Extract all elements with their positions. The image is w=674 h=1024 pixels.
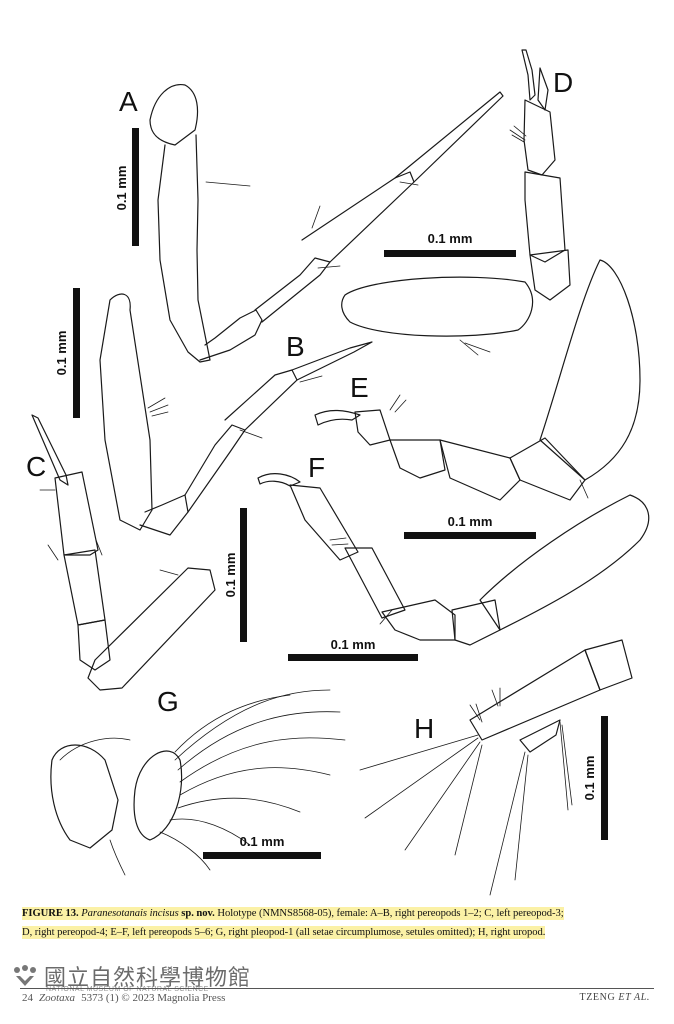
panel-f-drawing <box>257 473 650 646</box>
panel-label-h: H <box>414 713 434 744</box>
scale-bar-d <box>384 250 516 257</box>
panel-e-drawing <box>314 259 641 501</box>
caption-text-1: Holotype (NMNS8568-05), female: A–B, rig… <box>214 908 564 919</box>
scale-label-e: 0.1 mm <box>448 514 493 529</box>
page-number: 24 <box>22 992 33 1004</box>
panel-label-g: G <box>157 686 179 717</box>
panel-g-drawing <box>50 689 346 876</box>
museum-name-english: NATIONAL MUSEUM OF NATURAL SCIENCE <box>46 986 209 993</box>
running-head-et-al: ET AL. <box>618 992 650 1003</box>
museum-watermark: 國立自然科學博物館 NATIONAL MUSEUM OF NATURAL SCI… <box>12 960 252 993</box>
running-head-authors: TZENG <box>579 992 616 1003</box>
caption-status: sp. nov. <box>181 908 215 919</box>
running-head: TZENG ET AL. <box>580 992 650 1003</box>
caption-label: FIGURE 13. <box>22 908 79 919</box>
scale-bar-h <box>601 716 608 840</box>
figure-13-plate: 0.1 mm 0.1 mm 0.1 mm 0.1 mm 0.1 mm 0.1 m… <box>26 49 650 896</box>
scale-label-g: 0.1 mm <box>240 834 285 849</box>
scale-bar-g <box>203 852 321 859</box>
scale-label-f: 0.1 mm <box>331 637 376 652</box>
panel-label-f: F <box>308 452 325 483</box>
scale-bar-b <box>73 288 80 418</box>
panel-label-e: E <box>350 372 369 403</box>
panel-label-c: C <box>26 451 46 482</box>
caption-species: Paranesotanais incisus <box>81 908 179 919</box>
panel-label-d: D <box>553 67 573 98</box>
scale-label-b: 0.1 mm <box>54 331 69 376</box>
caption-text-2: D, right pereopod-4; E–F, left pereopods… <box>22 927 546 938</box>
panel-a-drawing <box>149 84 504 363</box>
footer-citation: 24 Zootaxa 5373 (1) © 2023 Magnolia Pres… <box>22 992 225 1004</box>
panel-d-drawing <box>341 49 571 356</box>
panel-label-b: B <box>286 331 305 362</box>
journal-citation: 5373 (1) © 2023 Magnolia Press <box>81 992 226 1004</box>
scale-bar-e <box>404 532 536 539</box>
panel-c-drawing <box>31 414 216 691</box>
scale-bar-a <box>132 128 139 246</box>
scale-label-h: 0.1 mm <box>582 756 597 801</box>
figure-caption: FIGURE 13. Paranesotanais incisus sp. no… <box>22 904 654 942</box>
scale-bar-c <box>240 508 247 642</box>
scale-label-a: 0.1 mm <box>114 166 129 211</box>
panel-b-drawing <box>99 293 373 536</box>
journal-name: Zootaxa <box>39 992 76 1004</box>
scale-label-d: 0.1 mm <box>428 231 473 246</box>
museum-logo-icon <box>14 965 36 986</box>
museum-name: 國立自然科學博物館 <box>44 966 252 991</box>
panel-label-a: A <box>119 86 138 117</box>
panel-h-drawing <box>359 639 633 896</box>
scale-bar-f <box>288 654 418 661</box>
scale-label-c: 0.1 mm <box>223 553 238 598</box>
footer-rule <box>20 988 654 989</box>
